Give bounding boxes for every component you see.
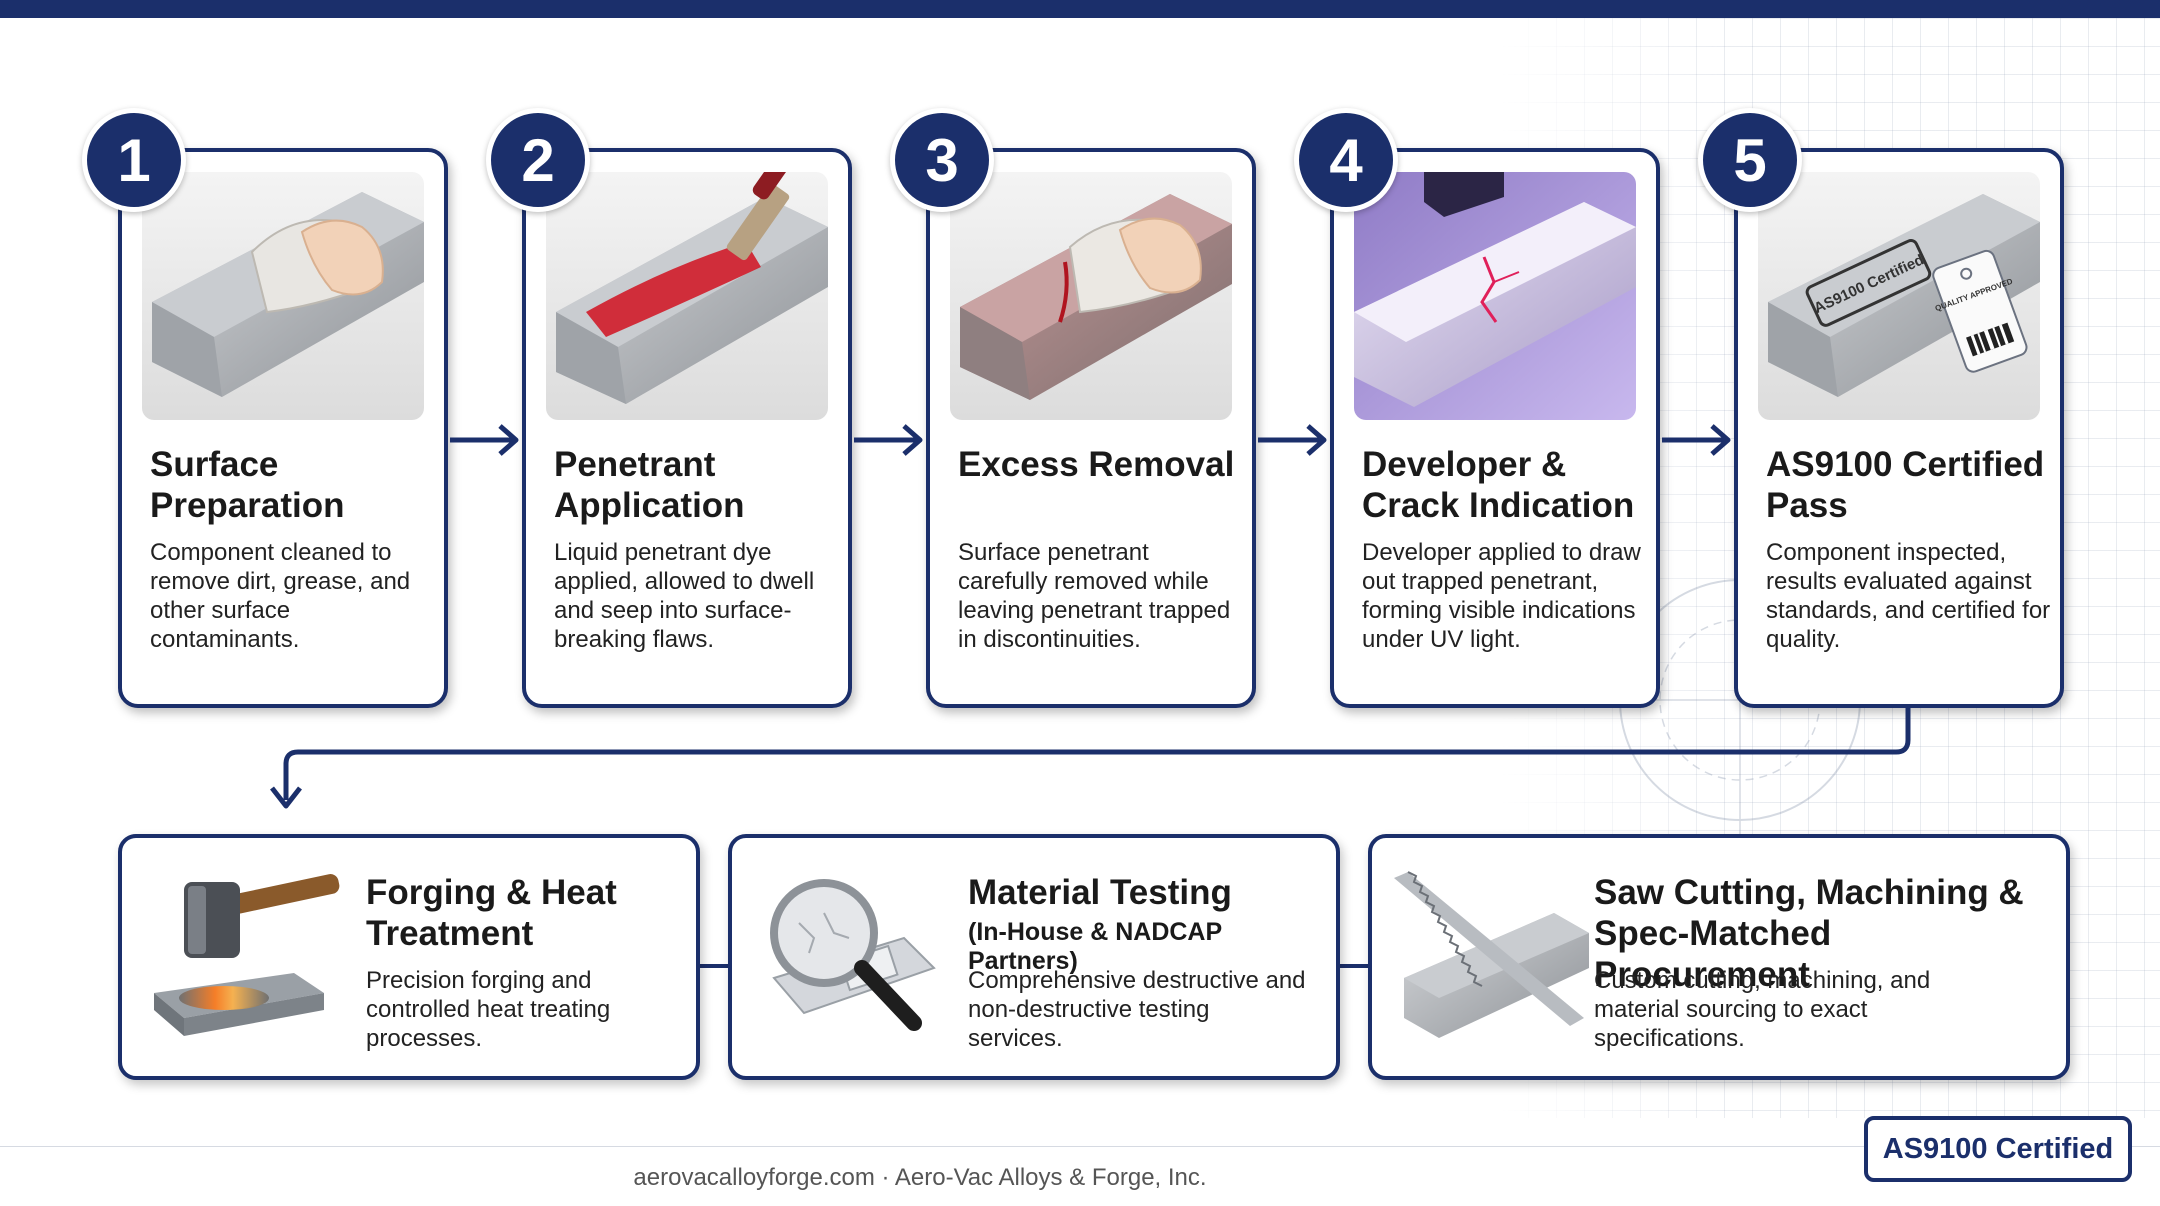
service-card-forging: Forging & Heat Treatment Precision forgi… bbox=[118, 834, 700, 1080]
step-number-badge: 3 bbox=[890, 108, 994, 212]
arrow-right-icon bbox=[1662, 424, 1731, 456]
step-description: Component inspected, results evaluated a… bbox=[1766, 539, 2051, 653]
step-card-4: Developer & Crack Indication Developer a… bbox=[1330, 148, 1660, 708]
top-accent-bar bbox=[0, 0, 2160, 18]
arrow-right-icon bbox=[854, 424, 923, 456]
step-title: AS9100 Certified Pass bbox=[1766, 445, 2045, 525]
service-description: Precision forging and controlled heat tr… bbox=[366, 967, 611, 1052]
certification-badge: AS9100 Certified bbox=[1864, 1116, 2132, 1182]
footer-divider bbox=[0, 1146, 2160, 1147]
step-description: Developer applied to draw out trapped pe… bbox=[1362, 539, 1641, 653]
step-card-5: AS9100 Certified QUALITY APPROVED AS9100… bbox=[1734, 148, 2064, 708]
surface-cleaning-icon bbox=[142, 172, 424, 420]
step-description: Component cleaned to remove dirt, grease… bbox=[150, 539, 411, 653]
step-title: Developer & Crack Indication bbox=[1362, 445, 1635, 525]
step-title: Excess Removal bbox=[958, 445, 1235, 484]
certified-tag-icon: AS9100 Certified QUALITY APPROVED bbox=[1758, 172, 2040, 420]
service-title: Material Testing bbox=[968, 873, 1232, 912]
arrow-right-icon bbox=[1258, 424, 1327, 456]
step-number-badge: 5 bbox=[1698, 108, 1802, 212]
service-title: Forging & Heat Treatment bbox=[366, 873, 617, 953]
step-title: Surface Preparation bbox=[150, 445, 345, 525]
arrow-right-icon bbox=[450, 424, 519, 456]
magnifier-icon bbox=[770, 879, 936, 1031]
service-description: Custom cutting, machining, and material … bbox=[1594, 967, 1931, 1052]
dye-brush-icon bbox=[546, 172, 828, 420]
service-subtitle: (In-House & NADCAP Partners) bbox=[968, 918, 1222, 975]
saw-blade-icon bbox=[1394, 871, 1589, 1038]
service-card-machining: Saw Cutting, Machining & Spec-Matched Pr… bbox=[1368, 834, 2070, 1080]
step-card-2: Penetrant Application Liquid penetrant d… bbox=[522, 148, 852, 708]
wipe-cloth-icon bbox=[950, 172, 1232, 420]
service-card-testing: Material Testing (In-House & NADCAP Part… bbox=[728, 834, 1340, 1080]
step-card-1: Surface Preparation Component cleaned to… bbox=[118, 148, 448, 708]
step-card-3: Excess Removal Surface penetrant careful… bbox=[926, 148, 1256, 708]
step-title: Penetrant Application bbox=[554, 445, 745, 525]
step-description: Surface penetrant carefully removed whil… bbox=[958, 539, 1231, 653]
step-number-badge: 2 bbox=[486, 108, 590, 212]
footer-link[interactable]: aerovacalloyforge.com · Aero-Vac Alloys … bbox=[633, 1164, 1207, 1191]
step-description: Liquid penetrant dye applied, allowed to… bbox=[554, 539, 815, 653]
step-number-badge: 1 bbox=[82, 108, 186, 212]
uv-crack-icon bbox=[1354, 172, 1636, 420]
service-description: Comprehensive destructive and non-destru… bbox=[968, 967, 1306, 1052]
step-number-badge: 4 bbox=[1294, 108, 1398, 212]
hammer-anvil-icon bbox=[154, 874, 340, 1036]
service-title: Saw Cutting, Machining & Spec-Matched Pr… bbox=[1594, 873, 2024, 994]
